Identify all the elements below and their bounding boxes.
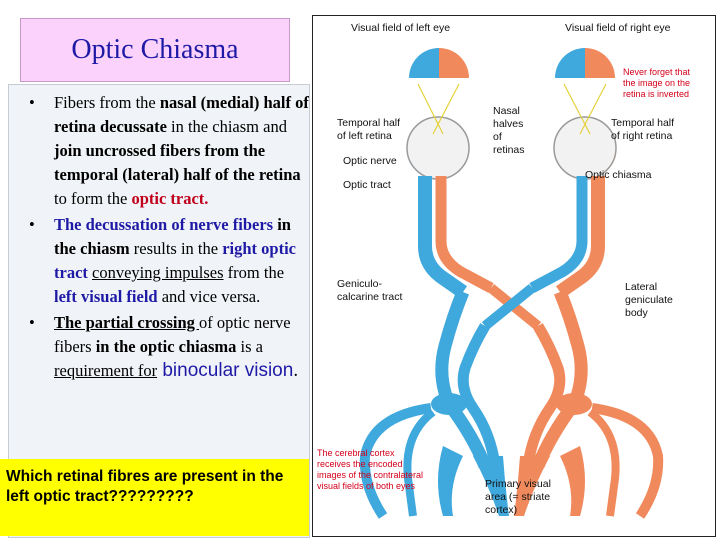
label-line: Primary visual	[485, 478, 551, 490]
note-line: receives the encoded	[317, 459, 403, 469]
label-line: Nasal	[493, 105, 520, 117]
optic-tract-left	[431, 289, 509, 516]
text-run: conveying impulses	[92, 263, 224, 282]
optic-tract-right	[514, 289, 592, 516]
label-temporal-right: Temporal half of right retina	[611, 117, 674, 142]
right-visual-field	[555, 48, 615, 78]
bullet-list: • Fibers from the nasal (medial) half of …	[17, 91, 311, 385]
note-line: images of the contralateral	[317, 470, 423, 480]
text-run: nasal (medial) half of retina decussate	[54, 93, 309, 136]
label-line: calcarine tract	[337, 291, 402, 303]
label-line: retinas	[493, 144, 525, 156]
label-line: geniculate	[625, 294, 673, 306]
diagram-svg: Visual field of left eye Visual field of…	[317, 22, 691, 519]
label-geniculocalcarine: Geniculo- calcarine tract	[337, 278, 402, 303]
text-run: optic tract.	[131, 189, 209, 208]
text-run: in the chiasm	[54, 215, 291, 258]
bullet-item-3: • The partial crossing of optic nerve fib…	[17, 311, 311, 383]
label-line: of right retina	[611, 130, 672, 142]
label-nasal-halves: Nasal halves of retinas	[493, 105, 525, 156]
label-right-visual-field: Visual field of right eye	[565, 22, 671, 34]
label-line: Geniculo-	[337, 278, 382, 290]
text-run: in the chiasm and	[166, 117, 287, 136]
optic-nerve-right	[529, 176, 605, 298]
label-line: of	[493, 131, 502, 143]
left-visual-field	[409, 48, 469, 78]
visual-pathway-diagram: Visual field of left eye Visual field of…	[312, 15, 716, 537]
text-run: .	[293, 360, 299, 381]
label-line: area (= striate	[485, 491, 550, 503]
bullet-dot: •	[29, 93, 35, 112]
bullet-dot: •	[29, 313, 35, 332]
bullet-item-1: • Fibers from the nasal (medial) half of …	[17, 91, 311, 211]
bullet-dot: •	[29, 215, 35, 234]
label-line: body	[625, 307, 649, 319]
title-box: Optic Chiasma	[20, 18, 290, 82]
label-optic-chiasma: Optic chiasma	[585, 169, 652, 181]
label-optic-nerve: Optic nerve	[343, 155, 397, 167]
label-line: Temporal half	[337, 117, 400, 129]
text-run: The decussation of nerve fibers	[54, 215, 274, 234]
label-lateral-geniculate: Lateral geniculate body	[625, 281, 673, 319]
left-eye	[406, 83, 470, 180]
label-line: halves	[493, 118, 523, 130]
text-run: binocular vision	[157, 360, 294, 381]
text-run: left visual field	[54, 287, 158, 306]
text-run: of optic nerve fibers	[54, 313, 291, 356]
text-run: results in the	[129, 239, 223, 258]
note-cerebral-cortex: The cerebral cortex receives the encoded…	[317, 448, 423, 491]
text-run: from the	[223, 263, 285, 282]
bullet-item-2: • The decussation of nerve fibers in the …	[17, 213, 311, 309]
label-line: cortex)	[485, 504, 517, 516]
note-line: Never forget that	[623, 67, 691, 77]
text-run: in the optic chiasma	[95, 337, 237, 356]
text-run: join uncrossed fibers from the temporal …	[54, 141, 301, 184]
note-inverted-image: Never forget that the image on the retin…	[623, 67, 691, 99]
note-line: visual fields of both eyes	[317, 481, 416, 491]
geniculocalcarine-tract-left	[359, 403, 436, 519]
question-text: Which retinal fibres are present in the …	[6, 468, 284, 505]
text-run: requirement for	[54, 361, 158, 380]
right-eye	[553, 83, 617, 180]
label-primary-visual-area: Primary visual area (= striate cortex)	[485, 478, 551, 516]
question-box: Which retinal fibres are present in the …	[0, 459, 309, 536]
text-run: and vice versa.	[157, 287, 261, 306]
label-left-visual-field: Visual field of left eye	[351, 22, 450, 34]
label-line: Temporal half	[611, 117, 674, 129]
note-line: retina is inverted	[623, 89, 689, 99]
optic-nerve-left	[418, 176, 494, 298]
text-run: Fibers from the	[54, 93, 160, 112]
label-optic-tract: Optic tract	[343, 179, 391, 191]
text-run: right optic tract	[54, 239, 296, 282]
text-run: to form the	[54, 189, 132, 208]
text-run: is a	[236, 337, 264, 356]
geniculocalcarine-tract-right	[587, 403, 664, 519]
slide-title: Optic Chiasma	[71, 34, 239, 65]
label-line: Lateral	[625, 281, 657, 293]
label-temporal-left: Temporal half of left retina	[337, 117, 400, 142]
note-line: The cerebral cortex	[317, 448, 395, 458]
text-run: The partial crossing	[54, 313, 199, 332]
optic-chiasma	[481, 284, 542, 330]
label-line: of left retina	[337, 130, 392, 142]
note-line: the image on the	[623, 78, 690, 88]
